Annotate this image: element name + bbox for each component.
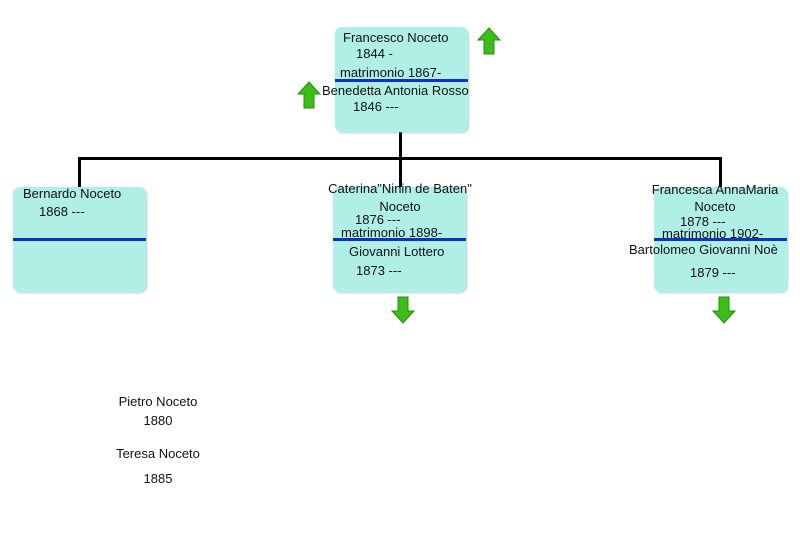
green-down-arrow-icon[interactable] [712,296,736,324]
connector-child-2 [399,157,402,187]
child-separator [13,238,146,241]
child-name-line2: Noceto [379,199,421,214]
child-separator [333,238,466,241]
other-child-name: Teresa Noceto [116,446,200,461]
child-marriage: matrimonio 1902- [662,226,764,241]
child-name-line1: Francesca AnnaMaria [651,182,779,197]
connector-parent-down [399,132,402,159]
connector-child-3 [719,157,722,187]
connector-child-1 [78,157,81,187]
child-dates: 1868 --- [39,204,85,219]
other-child-dates: 1880 [143,413,173,428]
other-child-name: Pietro Noceto [118,394,198,409]
mother-dates: 1846 --- [353,99,399,114]
child-separator [654,238,787,241]
child-name-line1: Caterina"Ninin de Baten" [328,181,472,196]
spouse-dates: 1873 --- [356,263,402,278]
green-down-arrow-icon[interactable] [391,296,415,324]
spouse-dates: 1879 --- [690,265,736,280]
child-dates: 1878 --- [680,214,726,229]
parents-separator [335,79,468,82]
spouse-name: Bartolomeo Giovanni Noè [629,242,778,257]
green-up-arrow-icon[interactable] [477,27,501,55]
child-marriage: matrimonio 1898- [341,225,443,240]
father-name: Francesco Noceto [343,30,449,45]
spouse-name: Giovanni Lottero [349,244,445,259]
parents-marriage: matrimonio 1867- [340,65,442,80]
father-dates: 1844 - [356,46,393,61]
green-up-arrow-icon[interactable] [297,81,321,109]
other-child-dates: 1885 [143,471,173,486]
child-name-line2: Noceto [694,199,736,214]
mother-name: Benedetta Antonia Rosso [322,83,469,98]
child-dates: 1876 --- [355,212,401,227]
child-name: Bernardo Noceto [23,186,122,201]
